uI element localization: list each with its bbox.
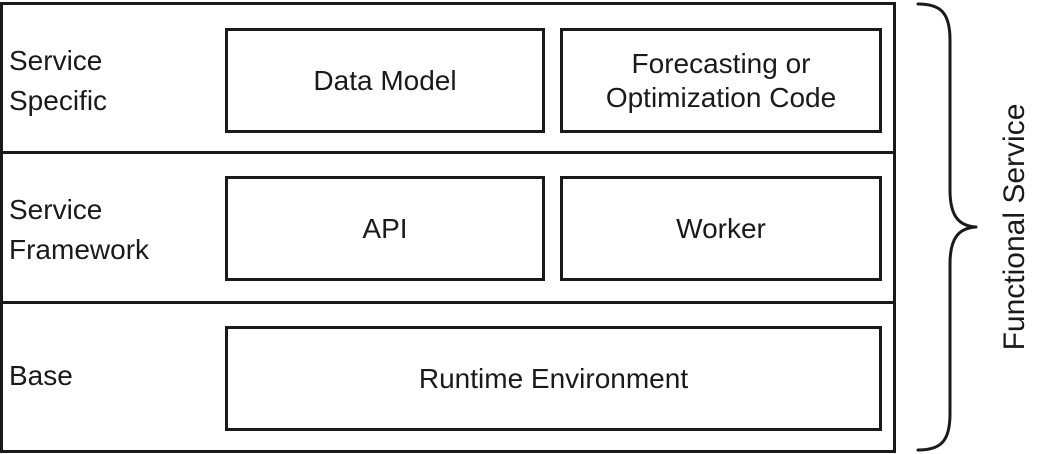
box-worker: Worker (560, 176, 882, 281)
layer-label-service-specific: Service Specific (9, 45, 108, 116)
functional-service-label: Functional Service (998, 103, 1031, 351)
layer-label-base: Base (9, 360, 73, 391)
layer-service-specific: Service Specific Data Model Forecasting … (0, 2, 896, 154)
layer-label-service-framework: Service Framework (9, 194, 150, 265)
box-forecasting-optimization-code: Forecasting or Optimization Code (560, 28, 882, 133)
box-label-runtime-environment: Runtime Environment (418, 362, 689, 394)
box-label-data-model: Data Model (313, 64, 457, 96)
box-runtime-environment: Runtime Environment (225, 326, 882, 431)
box-label-worker: Worker (676, 212, 766, 244)
curly-brace-icon (916, 2, 978, 452)
box-label-forecasting-optimization-code: Forecasting or Optimization Code (605, 47, 837, 113)
box-api: API (225, 176, 545, 281)
box-label-api: API (362, 212, 408, 244)
box-data-model: Data Model (225, 28, 545, 133)
layer-service-framework: Service Framework API Worker (0, 151, 896, 304)
layer-base: Base Runtime Environment (0, 301, 896, 453)
